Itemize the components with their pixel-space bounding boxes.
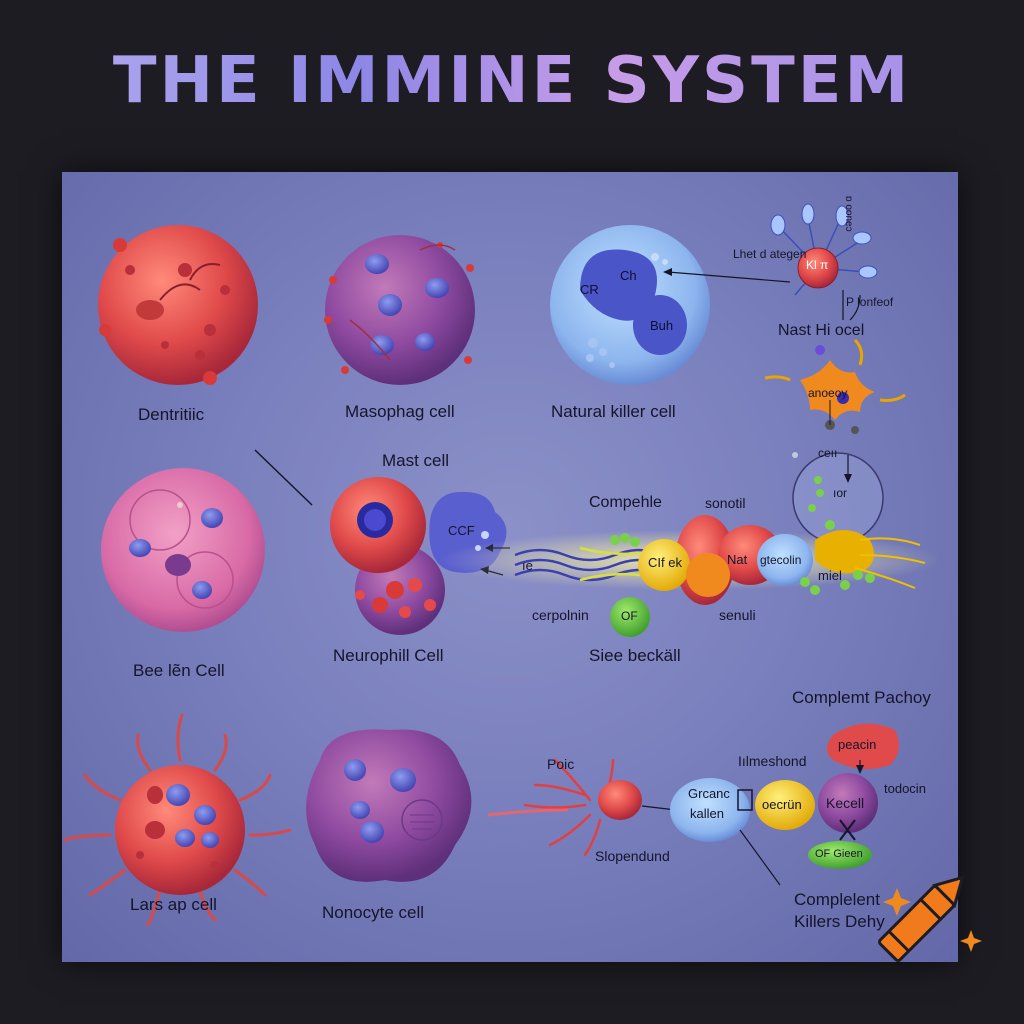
label-gtecolin: gtecolin: [760, 553, 802, 567]
bee-len-cell: [101, 468, 265, 632]
label-sonotil: sonotil: [705, 495, 746, 511]
vesicle-cell: [792, 452, 884, 544]
nk-label-cr: CR: [580, 282, 599, 297]
crayon-icon: [878, 875, 982, 962]
mast-inner-label: CCF: [448, 523, 475, 538]
label-cif: CIf ek: [648, 555, 682, 570]
label-todocin: todocin: [884, 781, 926, 796]
label-anoeoy: anoeoy: [808, 386, 848, 400]
label-dentritic: Dentritiic: [138, 405, 205, 424]
label-p-lonfeof: P lonfeof: [846, 295, 894, 309]
label-nat: Nat: [727, 552, 748, 567]
sphere-label: Kl π: [806, 258, 829, 272]
label-oecrin: oecrün: [762, 797, 802, 812]
label-lhet: Lhet d ategen: [733, 247, 807, 261]
label-ilmeshond: Iılmeshond: [738, 753, 807, 769]
spiked-sphere: [663, 203, 878, 321]
label-grcanc: Grcanc: [688, 786, 730, 801]
label-siee: Siee beckäll: [589, 646, 681, 665]
label-slopendund: Slopendund: [595, 848, 670, 864]
label-kallen: kallen: [690, 806, 724, 821]
lars-ap-cell: [63, 713, 292, 927]
orange-cell: [764, 338, 906, 434]
label-natural-killer: Natural killer cell: [551, 402, 676, 421]
label-nonocyte: Nonocyte cell: [322, 903, 425, 922]
label-lars-ap: Lars ap cell: [130, 895, 217, 914]
page-title: THE IMMINE SYSTEM: [0, 44, 1024, 118]
label-tor: ıor: [833, 486, 848, 500]
label-bee-len: Bee lẽn Cell: [133, 661, 225, 680]
neurophil-cell: [254, 449, 510, 635]
label-gieen: OF Gieen: [815, 848, 863, 860]
nonocyte-cell: [306, 729, 472, 882]
nk-label-buh: Buh: [650, 318, 674, 333]
label-ie: ıe: [522, 558, 533, 573]
label-cerpolnin: cerpolnin: [532, 607, 589, 623]
dentritic-cell: [98, 225, 258, 385]
label-noocet: ɒ ooneɔ: [843, 196, 854, 232]
label-masophag: Masophag cell: [345, 402, 455, 421]
label-poic: Poic: [547, 756, 575, 772]
complement-chain: [440, 515, 940, 637]
label-nast-hi: Nast Hi ocel: [778, 322, 865, 339]
label-complelent-killers: Complelent Killers Dehy: [794, 890, 885, 931]
label-complemt-pachoy: Complemt Pachoy: [792, 688, 931, 707]
complement-pathway: [487, 723, 899, 886]
label-miel: miel: [818, 568, 842, 583]
label-senuli: senuli: [719, 607, 756, 623]
masophag-cell: [324, 235, 475, 385]
nk-label-ch: Ch: [620, 268, 637, 283]
label-compehle: Compehle: [589, 494, 662, 511]
label-of: OF: [621, 609, 638, 623]
label-neurophil: Neurophill Cell: [333, 646, 444, 665]
label-cell-small: ceıı: [818, 446, 838, 460]
label-peacin: peacin: [838, 737, 877, 752]
label-mast: Mast cell: [382, 451, 450, 470]
natural-killer-cell: [550, 225, 710, 385]
label-kecell: Kecell: [826, 795, 865, 811]
